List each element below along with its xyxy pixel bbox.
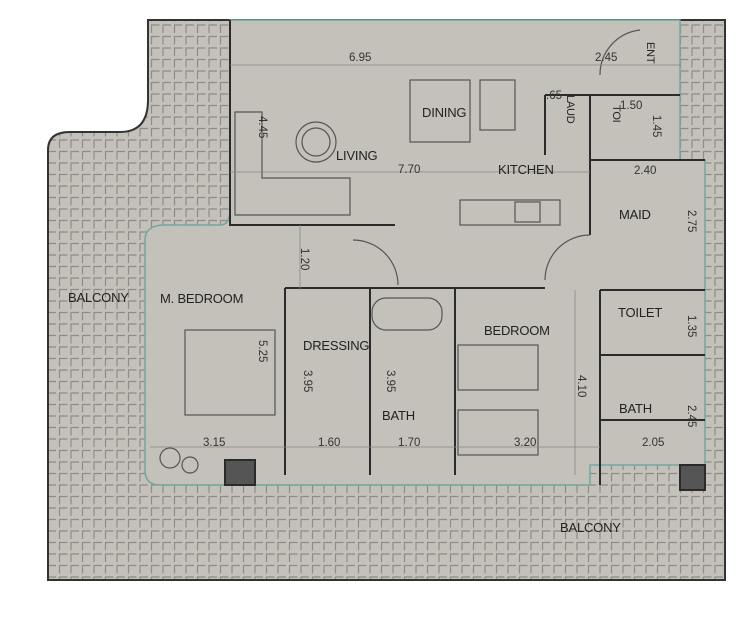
dim-2-75: 2.75 xyxy=(685,210,697,233)
dim-6-95: 6.95 xyxy=(349,52,372,64)
dim-3-95-bath: 3.95 xyxy=(384,370,396,393)
dim-3-15: 3.15 xyxy=(203,437,226,449)
room-label-living: LIVING xyxy=(336,148,378,163)
room-label-laundry: LAUD xyxy=(564,95,576,124)
dim-1-50: 1.50 xyxy=(620,100,643,112)
dimension-lines xyxy=(150,64,680,475)
dim-5-25: 5.25 xyxy=(256,340,268,363)
room-label-balcony-left: BALCONY xyxy=(68,290,129,305)
dim-3-20: 3.20 xyxy=(514,437,537,449)
room-label-kitchen: KITCHEN xyxy=(498,162,554,177)
dim-0-65: .65 xyxy=(546,90,562,102)
furniture xyxy=(159,29,641,474)
room-label-dressing: DRESSING xyxy=(303,338,370,353)
room-label-master-bedroom: M. BEDROOM xyxy=(160,291,244,306)
dim-2-45-bath: 2.45 xyxy=(685,405,697,428)
room-label-dining: DINING xyxy=(422,105,467,120)
room-label-bedroom: BEDROOM xyxy=(484,323,550,338)
dim-1-35: 1.35 xyxy=(685,315,697,338)
walls xyxy=(224,20,706,491)
dim-1-20: 1.20 xyxy=(298,248,310,271)
dim-1-60: 1.60 xyxy=(318,437,341,449)
dim-3-95-dressing: 3.95 xyxy=(301,370,313,393)
dim-7-70: 7.70 xyxy=(398,164,421,176)
dim-2-45-top: 2.45 xyxy=(595,52,618,64)
dim-1-70: 1.70 xyxy=(398,437,421,449)
dim-2-05: 2.05 xyxy=(642,437,665,449)
room-label-bath-second: BATH xyxy=(619,401,652,416)
room-label-bath-master: BATH xyxy=(382,408,415,423)
room-label-toilet: TOILET xyxy=(618,305,663,320)
room-label-balcony-bottom: BALCONY xyxy=(560,520,621,535)
dim-2-40: 2.40 xyxy=(634,165,657,177)
room-label-entrance: ENT xyxy=(644,42,656,64)
dim-1-45: 1.45 xyxy=(650,115,662,138)
room-label-maid: MAID xyxy=(619,207,651,222)
dim-4-45: 4.45 xyxy=(256,116,268,139)
dim-4-10: 4.10 xyxy=(575,375,587,398)
